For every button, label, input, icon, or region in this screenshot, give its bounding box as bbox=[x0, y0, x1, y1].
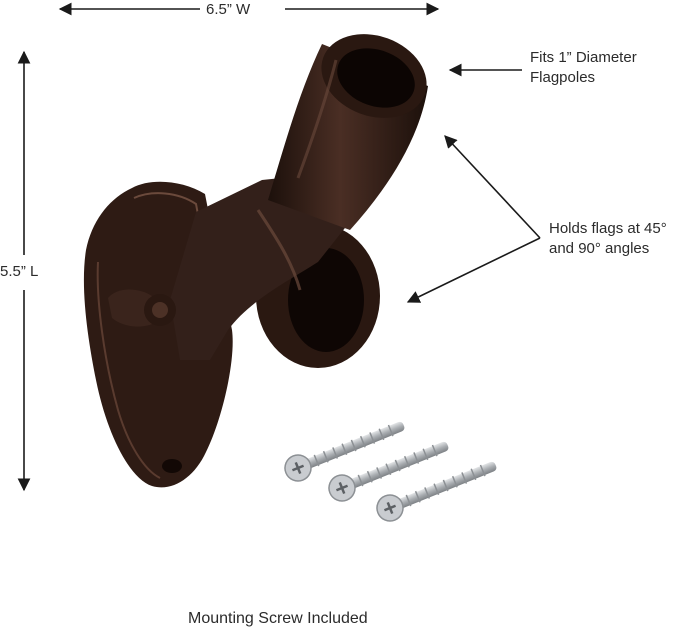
screw-icon bbox=[328, 441, 449, 502]
bracket-body bbox=[170, 172, 356, 360]
fits-callout-line1: Fits 1” Diameter bbox=[530, 49, 637, 66]
holds-callout-arrows bbox=[406, 135, 541, 303]
fits-diameter-callout: Fits 1” Diameter Flagpoles bbox=[530, 48, 637, 88]
length-dimension-label: 5.5” L bbox=[0, 263, 39, 280]
width-dimension-label: 6.5” W bbox=[206, 1, 251, 18]
holds-callout-line2: and 90° angles bbox=[549, 240, 650, 257]
mounting-screws bbox=[284, 421, 497, 522]
fits-callout-line2: Flagpoles bbox=[530, 69, 596, 86]
holds-angles-callout: Holds flags at 45° and 90° angles bbox=[549, 219, 667, 259]
screw-icon bbox=[284, 421, 405, 482]
screw-icon bbox=[376, 461, 497, 522]
holds-callout-line1: Holds flags at 45° bbox=[549, 220, 667, 237]
wing-nut-icon bbox=[108, 289, 176, 327]
flagpole-bracket bbox=[83, 34, 428, 488]
mounting-hole-icon bbox=[162, 459, 182, 473]
mounting-screw-caption: Mounting Screw Included bbox=[188, 610, 368, 627]
